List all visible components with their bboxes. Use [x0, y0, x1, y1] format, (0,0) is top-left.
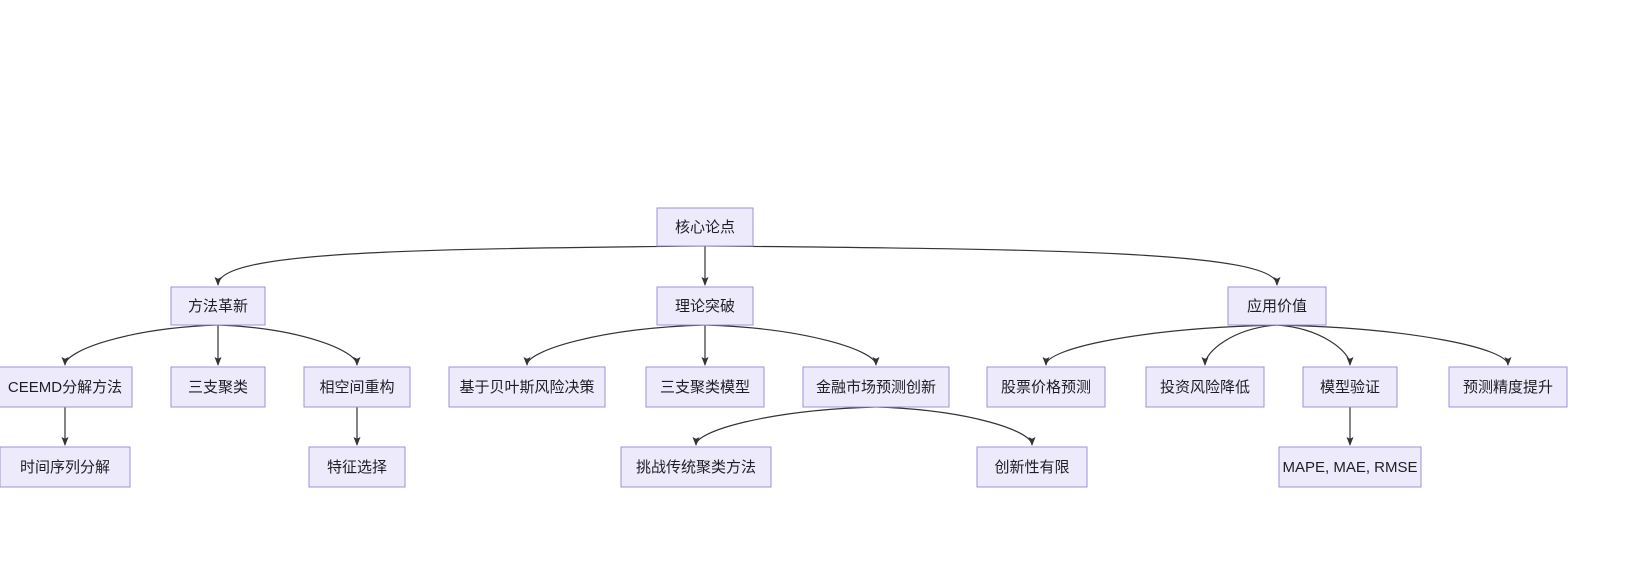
- node-box[interactable]: [656, 207, 754, 247]
- node-label: 相空间重构: [319, 379, 394, 396]
- edge-node-to-node: [1276, 324, 1354, 366]
- node-label: MAPE, MAE, RMSE: [1282, 459, 1417, 476]
- node-box[interactable]: [976, 446, 1088, 488]
- node-box[interactable]: [656, 286, 754, 326]
- node-box[interactable]: [620, 446, 772, 488]
- node-node[interactable]: 创新性有限: [976, 446, 1088, 488]
- node-node[interactable]: 投资风险降低: [1145, 366, 1265, 408]
- node-box[interactable]: [303, 366, 411, 408]
- node-node[interactable]: 基于贝叶斯风险决策: [448, 366, 606, 408]
- node-label: 创新性有限: [994, 459, 1069, 476]
- edge-node-to-node: [1276, 324, 1512, 366]
- node-node[interactable]: 模型验证: [1302, 366, 1398, 408]
- node-label: 投资风险降低: [1160, 379, 1250, 396]
- node-box[interactable]: [986, 366, 1106, 408]
- edge-node-to-node: [1042, 324, 1278, 366]
- edge-node-to-node: [875, 406, 1036, 446]
- node-label: 理论突破: [675, 298, 735, 315]
- node-box[interactable]: [645, 366, 765, 408]
- node-box[interactable]: [802, 366, 950, 408]
- node-node[interactable]: 时间序列分解: [0, 446, 131, 488]
- edge-node-to-node: [692, 406, 877, 446]
- edge-node-to-node: [1201, 324, 1278, 366]
- node-label: 挑战传统聚类方法: [636, 459, 756, 476]
- node-label: 方法革新: [188, 298, 248, 315]
- node-label: 金融市场预测创新: [816, 379, 936, 396]
- node-label: 时间序列分解: [20, 459, 110, 476]
- node-box[interactable]: [448, 366, 606, 408]
- node-ceemd[interactable]: CEEMD分解方法: [0, 366, 133, 408]
- node-node[interactable]: 股票价格预测: [986, 366, 1106, 408]
- edge-node-to-node: [704, 324, 880, 366]
- node-node[interactable]: 理论突破: [656, 286, 754, 326]
- edge-node-to-node: [523, 324, 706, 366]
- node-box[interactable]: [1278, 446, 1422, 488]
- edge-node-to-node: [704, 245, 1281, 286]
- node-node[interactable]: 三支聚类: [170, 366, 266, 408]
- node-box[interactable]: [170, 286, 266, 326]
- node-label: 基于贝叶斯风险决策: [459, 379, 594, 396]
- node-box[interactable]: [1227, 286, 1327, 326]
- edge-node-to-node: [217, 324, 361, 366]
- node-box[interactable]: [308, 446, 406, 488]
- edges-layer: [61, 245, 1512, 446]
- node-box[interactable]: [1302, 366, 1398, 408]
- node-label: CEEMD分解方法: [8, 379, 122, 396]
- node-mape-mae-rmse[interactable]: MAPE, MAE, RMSE: [1278, 446, 1422, 488]
- node-label: 应用价值: [1247, 297, 1307, 315]
- node-box[interactable]: [0, 366, 133, 408]
- node-node[interactable]: 三支聚类模型: [645, 366, 765, 408]
- node-label: 模型验证: [1320, 379, 1380, 396]
- edge-node-to-node: [214, 245, 706, 286]
- edge-node-to-ceemd: [61, 324, 219, 366]
- node-node[interactable]: 预测精度提升: [1448, 366, 1568, 408]
- node-label: 三支聚类模型: [660, 379, 750, 396]
- node-node[interactable]: 金融市场预测创新: [802, 366, 950, 408]
- node-label: 特征选择: [327, 459, 387, 476]
- node-node[interactable]: 相空间重构: [303, 366, 411, 408]
- node-node[interactable]: 挑战传统聚类方法: [620, 446, 772, 488]
- node-label: 股票价格预测: [1001, 379, 1091, 396]
- node-box[interactable]: [0, 446, 131, 488]
- node-node[interactable]: 特征选择: [308, 446, 406, 488]
- node-node[interactable]: 核心论点: [656, 207, 754, 247]
- node-label: 预测精度提升: [1463, 379, 1553, 396]
- node-node[interactable]: 应用价值: [1227, 286, 1327, 326]
- node-box[interactable]: [1145, 366, 1265, 408]
- node-node[interactable]: 方法革新: [170, 286, 266, 326]
- node-box[interactable]: [1448, 366, 1568, 408]
- node-label: 三支聚类: [188, 379, 248, 396]
- node-label: 核心论点: [675, 219, 735, 236]
- node-box[interactable]: [170, 366, 266, 408]
